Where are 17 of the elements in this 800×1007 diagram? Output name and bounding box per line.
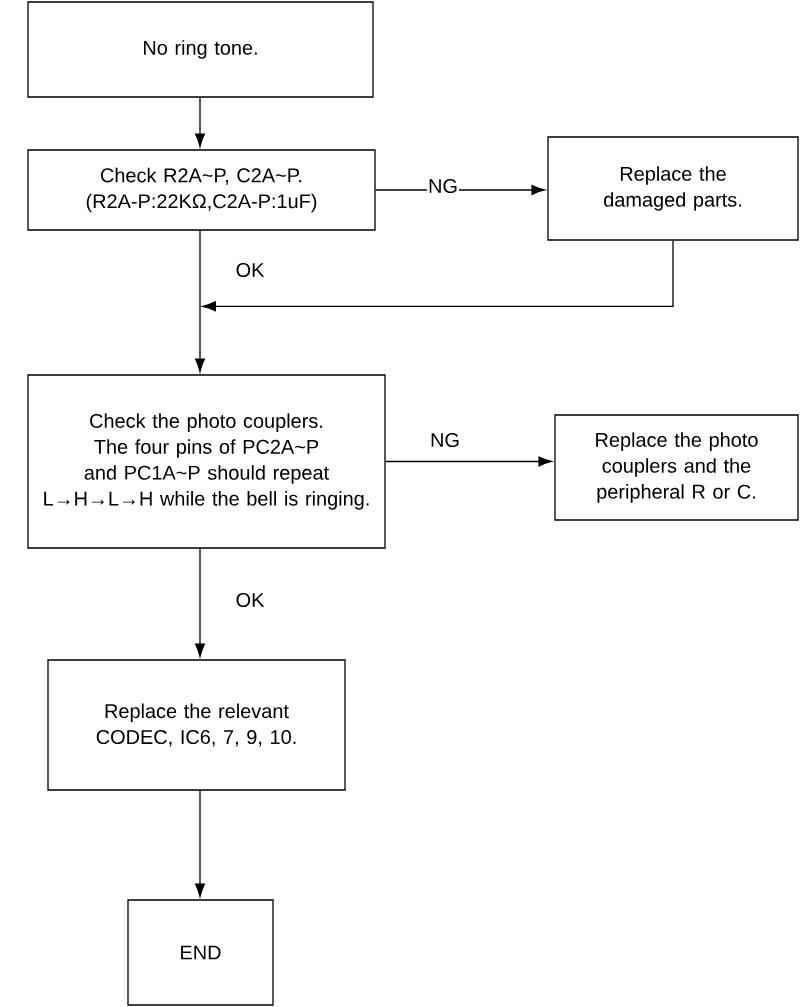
edge-label: OK bbox=[234, 261, 266, 279]
arrow bbox=[202, 240, 674, 312]
process-box: END bbox=[127, 899, 274, 1006]
process-box: Replace the photo couplers and the peripheral R or C. bbox=[554, 414, 799, 521]
arrow bbox=[194, 548, 206, 658]
edge-label: NG bbox=[429, 431, 461, 449]
process-box: Replace the damaged parts. bbox=[547, 136, 799, 241]
process-box: No ring tone. bbox=[27, 1, 374, 98]
process-box: Replace the relevant CODEC, IC6, 7, 9, 10. bbox=[47, 659, 346, 791]
edge-label: NG bbox=[427, 177, 459, 195]
process-box: Check the photo couplers. The four pins of PC2A~P and PC1A~P should repeat L→H→L→H while the bell is ringing. bbox=[27, 374, 386, 549]
edge-label: OK bbox=[234, 591, 266, 609]
arrow bbox=[194, 96, 206, 148]
arrow bbox=[194, 790, 206, 898]
arrow bbox=[194, 230, 206, 373]
arrow bbox=[385, 456, 553, 467]
process-box: Check R2A~P, C2A~P. (R2A-P:22KΩ,C2A-P:1uF) bbox=[27, 149, 376, 231]
